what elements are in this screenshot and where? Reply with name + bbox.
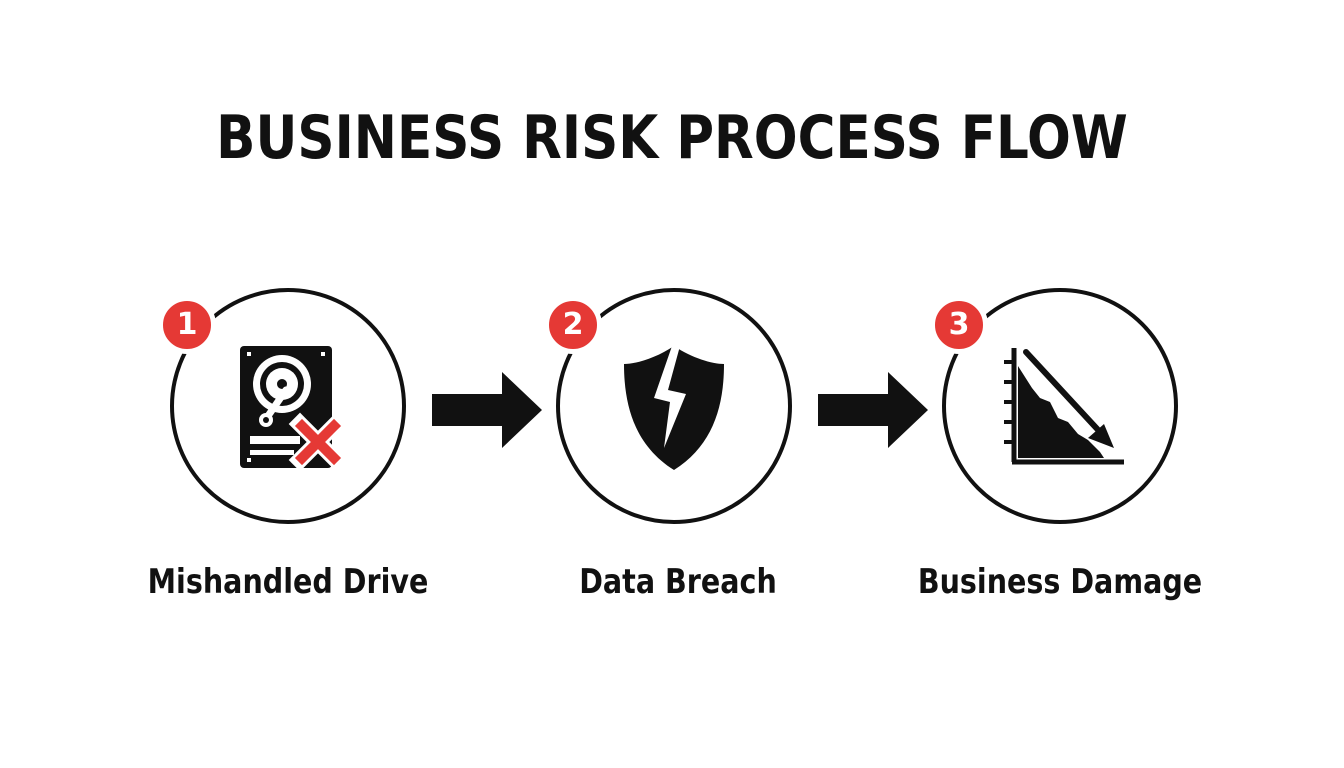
step-number-badge: 3	[930, 296, 988, 354]
step-label: Data Breach	[579, 562, 777, 602]
arrow-right-icon	[818, 372, 928, 448]
step-number-badge: 1	[158, 296, 216, 354]
step-label: Mishandled Drive	[147, 562, 429, 602]
diagram-title: BUSINESS RISK PROCESS FLOW	[216, 103, 1128, 173]
hard-drive-x-icon	[240, 346, 348, 472]
step-business-damage: 3	[930, 288, 1178, 524]
broken-shield-icon	[624, 346, 724, 470]
step-label: Business Damage	[917, 562, 1203, 602]
step-data-breach: 2	[544, 288, 792, 524]
arrow-right-icon	[432, 372, 542, 448]
declining-chart-icon	[1004, 346, 1124, 465]
step-number-badge: 2	[544, 296, 602, 354]
step-mishandled-drive: 1	[158, 288, 406, 524]
